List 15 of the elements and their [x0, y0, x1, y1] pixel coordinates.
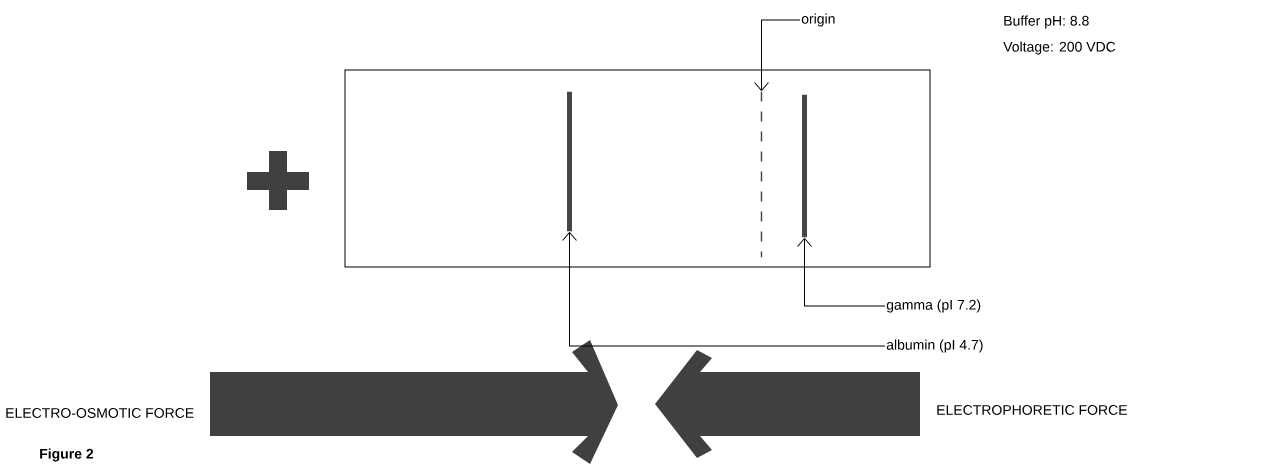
band-line	[567, 91, 572, 232]
leader-line	[797, 237, 886, 307]
leader-line	[562, 231, 886, 347]
label-text: ELECTRO-OSMOTIC FORCE	[6, 408, 194, 418]
label-text: gamma (pI 7.2)	[886, 299, 981, 313]
label-text: Voltage: 200 VDC	[1003, 41, 1116, 55]
label-text: Buffer pH: 8.8	[1004, 15, 1089, 29]
leader-line	[754, 19, 801, 92]
label-text: origin	[801, 13, 835, 27]
caption: Figure 2	[40, 448, 94, 462]
label-text: albumin (pI 4.7)	[886, 339, 983, 353]
band-line	[802, 94, 807, 238]
gel-strip	[344, 69, 931, 268]
origin-line	[760, 91, 763, 258]
label-text: ELECTROPHORETIC FORCE	[937, 405, 1127, 415]
